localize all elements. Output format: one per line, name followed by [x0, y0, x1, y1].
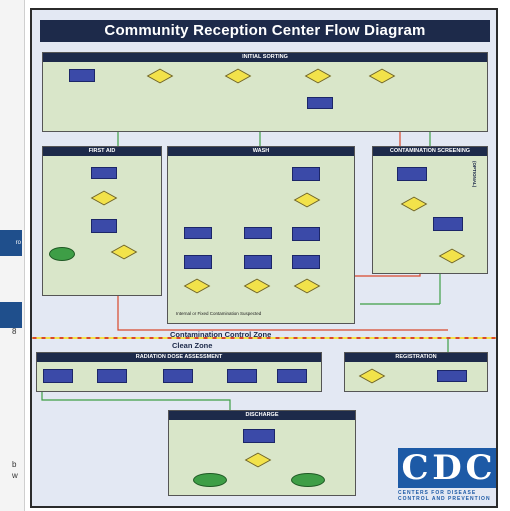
cdc-tagline-line-1: CENTERS FOR DISEASE [398, 490, 477, 496]
process-box [43, 369, 73, 383]
process-box [97, 369, 127, 383]
left-page-text: w [12, 471, 18, 480]
decision-diamond [293, 192, 321, 208]
process-box [292, 227, 320, 241]
panel-title: DISCHARGE [169, 411, 355, 420]
decision-diamond [224, 68, 252, 84]
panel-discharge: DISCHARGE [168, 410, 356, 496]
process-box [437, 370, 467, 382]
process-box [243, 429, 275, 443]
decision-diamond [243, 278, 271, 294]
process-box [184, 227, 212, 239]
process-box [184, 255, 212, 269]
cdc-letter: C [465, 448, 493, 488]
left-page-button[interactable]: ro [0, 230, 22, 256]
panel-title: CONTAMINATION SCREENING [373, 147, 487, 156]
process-box [163, 369, 193, 383]
process-box [307, 97, 333, 109]
decision-diamond [304, 68, 332, 84]
decision-diamond [110, 244, 138, 260]
decision-diamond [358, 368, 386, 384]
cdc-letter: C [401, 448, 429, 488]
left-page-button-2[interactable] [0, 302, 22, 328]
panel-contamination-screening: CONTAMINATION SCREENING (OPTIONAL) [372, 146, 488, 274]
process-box [397, 167, 427, 181]
left-page-text: 8 [12, 327, 17, 336]
decision-diamond [368, 68, 396, 84]
contamination-control-zone-label: Contamination Control Zone [170, 330, 272, 339]
process-box [227, 369, 257, 383]
wash-note: Internal or Fixed Contamination Suspecte… [176, 311, 262, 316]
decision-diamond [400, 196, 428, 212]
process-box [292, 255, 320, 269]
panel-title: REGISTRATION [345, 353, 487, 362]
panel-title: RADIATION DOSE ASSESSMENT [37, 353, 321, 362]
panel-title: WASH [168, 147, 354, 156]
left-page-text: b [12, 460, 17, 469]
decision-diamond [183, 278, 211, 294]
panel-wash: WASH Internal or Fixed Contamination Sus… [167, 146, 355, 324]
panel-initial-sorting: INITIAL SORTING [42, 52, 488, 132]
terminal-oval [291, 473, 325, 487]
decision-diamond [438, 248, 466, 264]
process-box [292, 167, 320, 181]
decision-diamond [293, 278, 321, 294]
cdc-logo: C D C [398, 448, 496, 488]
decision-diamond [90, 190, 118, 206]
cdc-letter: D [432, 448, 462, 488]
panel-first-aid: FIRST AID [42, 146, 162, 296]
terminal-oval [49, 247, 75, 261]
left-page-edge: ro 8 b w [0, 0, 25, 511]
panel-radiation-dose-assessment: RADIATION DOSE ASSESSMENT [36, 352, 322, 392]
process-box [91, 219, 117, 233]
process-box [277, 369, 307, 383]
terminal-oval [193, 473, 227, 487]
process-box [244, 227, 272, 239]
decision-diamond [244, 452, 272, 468]
cdc-tagline-line-2: CONTROL AND PREVENTION [398, 496, 491, 502]
clean-zone-label: Clean Zone [172, 341, 213, 350]
process-box [69, 69, 95, 82]
diagram-title: Community Reception Center Flow Diagram [40, 20, 490, 42]
process-box [91, 167, 117, 179]
decision-diamond [146, 68, 174, 84]
process-box [433, 217, 463, 231]
panel-title: INITIAL SORTING [43, 53, 487, 62]
panel-registration: REGISTRATION [344, 352, 488, 392]
process-box [244, 255, 272, 269]
cdc-tagline: CENTERS FOR DISEASE CONTROL AND PREVENTI… [398, 490, 498, 502]
panel-title: FIRST AID [43, 147, 161, 156]
optional-label: (OPTIONAL) [472, 161, 477, 188]
